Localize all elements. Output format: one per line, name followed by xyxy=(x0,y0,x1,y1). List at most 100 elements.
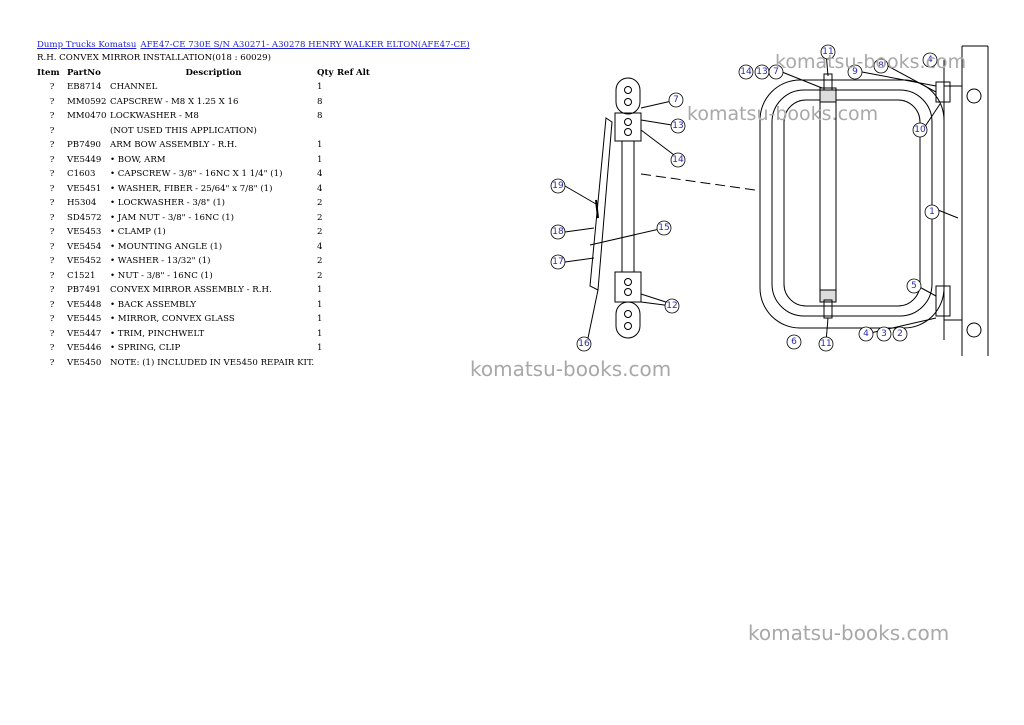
cell-partno: VE5454 xyxy=(67,241,102,252)
cell-item: ? xyxy=(49,82,55,93)
callout-label: 12 xyxy=(666,301,677,311)
cell-item: ? xyxy=(49,256,55,267)
callout-label: 4 xyxy=(863,329,869,339)
cell-partno: PB7490 xyxy=(67,140,101,151)
callout-bubble: 13 xyxy=(670,118,686,134)
cell-qty: 2 xyxy=(317,227,323,238)
cell-qty: 4 xyxy=(317,241,323,252)
callout-label: 7 xyxy=(773,67,779,77)
callout-label: 18 xyxy=(552,227,564,237)
callout-bubble: 11 xyxy=(818,336,834,352)
cell-description: • MIRROR, CONVEX GLASS xyxy=(110,314,235,325)
callout-label: 6 xyxy=(791,337,797,347)
cell-description: NOTE: (1) INCLUDED IN VE5450 REPAIR KIT. xyxy=(110,357,315,368)
cell-partno: VE5450 xyxy=(67,357,102,368)
cell-item: ? xyxy=(49,198,55,209)
breadcrumb-link-model[interactable]: AFE47-CE 730E S/N A30271- A30278 HENRY W… xyxy=(140,40,470,50)
cell-description: • CAPSCREW - 3/8" - 16NC X 1 1/4" (1) xyxy=(110,169,283,180)
upper-mount-plate xyxy=(615,77,641,115)
cell-qty: 1 xyxy=(317,314,323,325)
cell-description: • LOCKWASHER - 3/8" (1) xyxy=(110,198,226,209)
callout-label: 1 xyxy=(929,207,935,217)
header-qty: Qty xyxy=(317,68,334,78)
cell-qty: 4 xyxy=(317,169,323,180)
cell-partno: VE5453 xyxy=(67,227,102,238)
upper-clamp xyxy=(614,112,642,142)
callout-label: 13 xyxy=(756,67,767,77)
cell-description: CHANNEL xyxy=(110,82,158,93)
header-alt: Alt xyxy=(356,68,370,78)
cell-partno: SD4572 xyxy=(67,212,102,223)
cell-item: ? xyxy=(49,140,55,151)
cell-item: ? xyxy=(49,357,55,368)
cell-item: ? xyxy=(49,285,55,296)
mirror-edge xyxy=(589,117,613,291)
cell-item: ? xyxy=(49,299,55,310)
cell-qty: 2 xyxy=(317,198,323,209)
table-row: ?H5304• LOCKWASHER - 3/8" (1)2 xyxy=(37,196,378,211)
cell-qty: 1 xyxy=(317,140,323,151)
callout-bubble: 16 xyxy=(576,336,592,352)
callout-bubble: 4 xyxy=(858,326,874,342)
cell-item: ? xyxy=(49,241,55,252)
callout-bubble: 15 xyxy=(656,220,672,236)
cell-description: • CLAMP (1) xyxy=(110,227,166,238)
callout-bubble: 4 xyxy=(922,52,938,68)
cell-description: • JAM NUT - 3/8" - 16NC (1) xyxy=(110,212,234,223)
cell-partno: VE5446 xyxy=(67,343,102,354)
callout-bubble: 5 xyxy=(906,278,922,294)
callout-label: 19 xyxy=(552,181,564,191)
table-row: ?(NOT USED THIS APPLICATION) xyxy=(37,124,378,139)
cell-qty: 1 xyxy=(317,328,323,339)
cell-qty: 4 xyxy=(317,183,323,194)
watermark: komatsu-books.com xyxy=(775,51,967,73)
cell-qty: 2 xyxy=(317,212,323,223)
cell-partno: MM0470 xyxy=(67,111,107,122)
callout-label: 9 xyxy=(852,67,858,77)
header-description: Description xyxy=(185,68,242,78)
cell-partno: VE5447 xyxy=(67,328,102,339)
callout-label: 11 xyxy=(822,47,833,57)
callout-bubble: 10 xyxy=(912,122,928,138)
parts-table: Item PartNo Description Qty Ref Alt ?EB8… xyxy=(37,66,378,370)
callout-bubble: 13 xyxy=(754,64,770,80)
cell-partno: VE5445 xyxy=(67,314,102,325)
callout-bubble: 1 xyxy=(924,204,940,220)
callout-label: 11 xyxy=(820,339,831,349)
cell-description: • TRIM, PINCHWELT xyxy=(110,328,205,339)
cell-item: ? xyxy=(49,96,55,107)
table-row: ?VE5452• WASHER - 13/32" (1)2 xyxy=(37,254,378,269)
cell-item: ? xyxy=(49,270,55,281)
cell-qty: 1 xyxy=(317,154,323,165)
cell-item: ? xyxy=(49,212,55,223)
table-row: ? SD4572 • JAM NUT - 3/8" - 16NC (1) 2 xyxy=(37,211,378,226)
cell-description: • BACK ASSEMBLY xyxy=(110,299,197,310)
callout-bubble: 14 xyxy=(738,64,754,80)
callout-label: 13 xyxy=(672,121,683,131)
cell-partno: VE5452 xyxy=(67,256,102,267)
cell-partno: VE5451 xyxy=(67,183,102,194)
table-header-row: Item PartNo Description Qty Ref Alt xyxy=(37,66,378,80)
cell-description: • NUT - 3/8" - 16NC (1) xyxy=(110,270,213,281)
callout-label: 4 xyxy=(927,55,933,65)
callout-label: 14 xyxy=(740,67,752,77)
cell-description: CONVEX MIRROR ASSEMBLY - R.H. xyxy=(110,285,272,296)
cell-description: • WASHER - 13/32" (1) xyxy=(110,256,211,267)
callout-bubble: 7 xyxy=(668,92,684,108)
cell-qty: 8 xyxy=(317,96,323,107)
breadcrumb-link-dump-trucks[interactable]: Dump Trucks Komatsu xyxy=(37,40,137,50)
callout-label: 7 xyxy=(673,95,679,105)
cell-qty: 1 xyxy=(317,285,323,296)
watermark: komatsu-books.com xyxy=(687,103,879,125)
table-row: ? VE5454 • MOUNTING ANGLE (1) 4 xyxy=(37,240,378,255)
cell-description: • MOUNTING ANGLE (1) xyxy=(110,241,223,252)
cell-item: ? xyxy=(49,227,55,238)
cell-item: ? xyxy=(49,343,55,354)
